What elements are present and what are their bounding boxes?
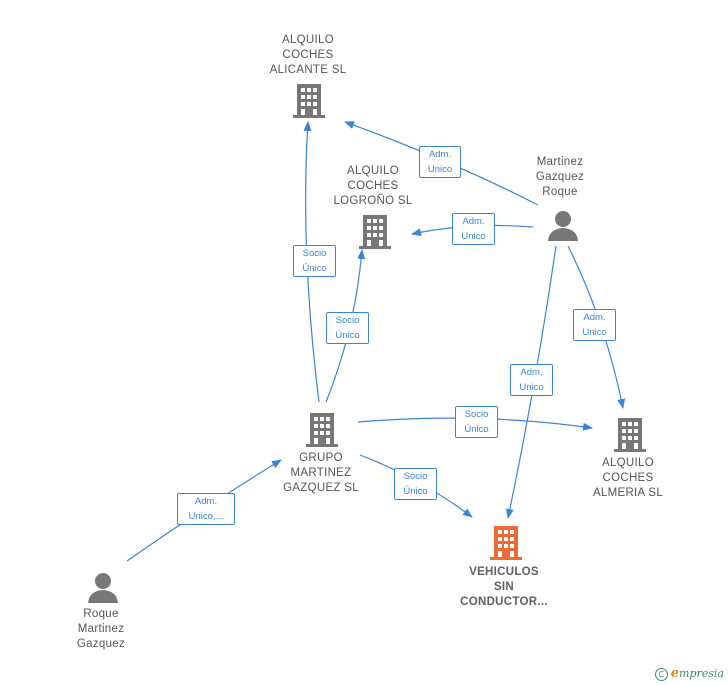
person-icon[interactable] (87, 572, 119, 604)
edge-label-e9[interactable]: Adm. Unico,... (177, 493, 235, 525)
brand-initial: e (670, 666, 680, 681)
node-label-grupo[interactable]: GRUPO MARTINEZ GAZQUEZ SL (283, 452, 359, 494)
building-icon[interactable] (306, 412, 338, 448)
node-label-vehiculos[interactable]: VEHICULOS SIN CONDUCTOR... (460, 566, 548, 608)
person-icon[interactable] (547, 210, 579, 242)
edge-label-e2[interactable]: Adm. Unico (452, 213, 495, 245)
edge-label-e6[interactable]: Adm. Unico (510, 364, 553, 396)
node-label-roque[interactable]: Roque Martinez Gazquez (76, 608, 126, 650)
edge-label-e8[interactable]: Socio Único (394, 468, 437, 500)
building-icon[interactable] (293, 83, 325, 119)
building-icon[interactable] (614, 417, 646, 453)
node-label-mgroque[interactable]: Martinez Gazquez Roque (535, 156, 585, 198)
building-icon-highlighted[interactable] (490, 525, 522, 561)
edge-label-e5[interactable]: Adm. Unico (573, 309, 616, 341)
node-label-alicante[interactable]: ALQUILO COCHES ALICANTE SL (269, 34, 347, 76)
edge-label-e7[interactable]: Socio Único (455, 406, 498, 438)
edge-label-e1[interactable]: Adm. Unico (419, 146, 461, 178)
copyright-icon: C (654, 667, 668, 681)
edge-label-e3[interactable]: Socio Único (293, 245, 336, 277)
brand-name: mpresia (679, 667, 724, 680)
node-label-logrono[interactable]: ALQUILO COCHES LOGROÑO SL (333, 165, 413, 207)
building-icon[interactable] (359, 214, 391, 250)
edge-label-e4[interactable]: Socio Único (326, 312, 369, 344)
node-label-almeria[interactable]: ALQUILO COCHES ALMERIA SL (592, 457, 664, 499)
